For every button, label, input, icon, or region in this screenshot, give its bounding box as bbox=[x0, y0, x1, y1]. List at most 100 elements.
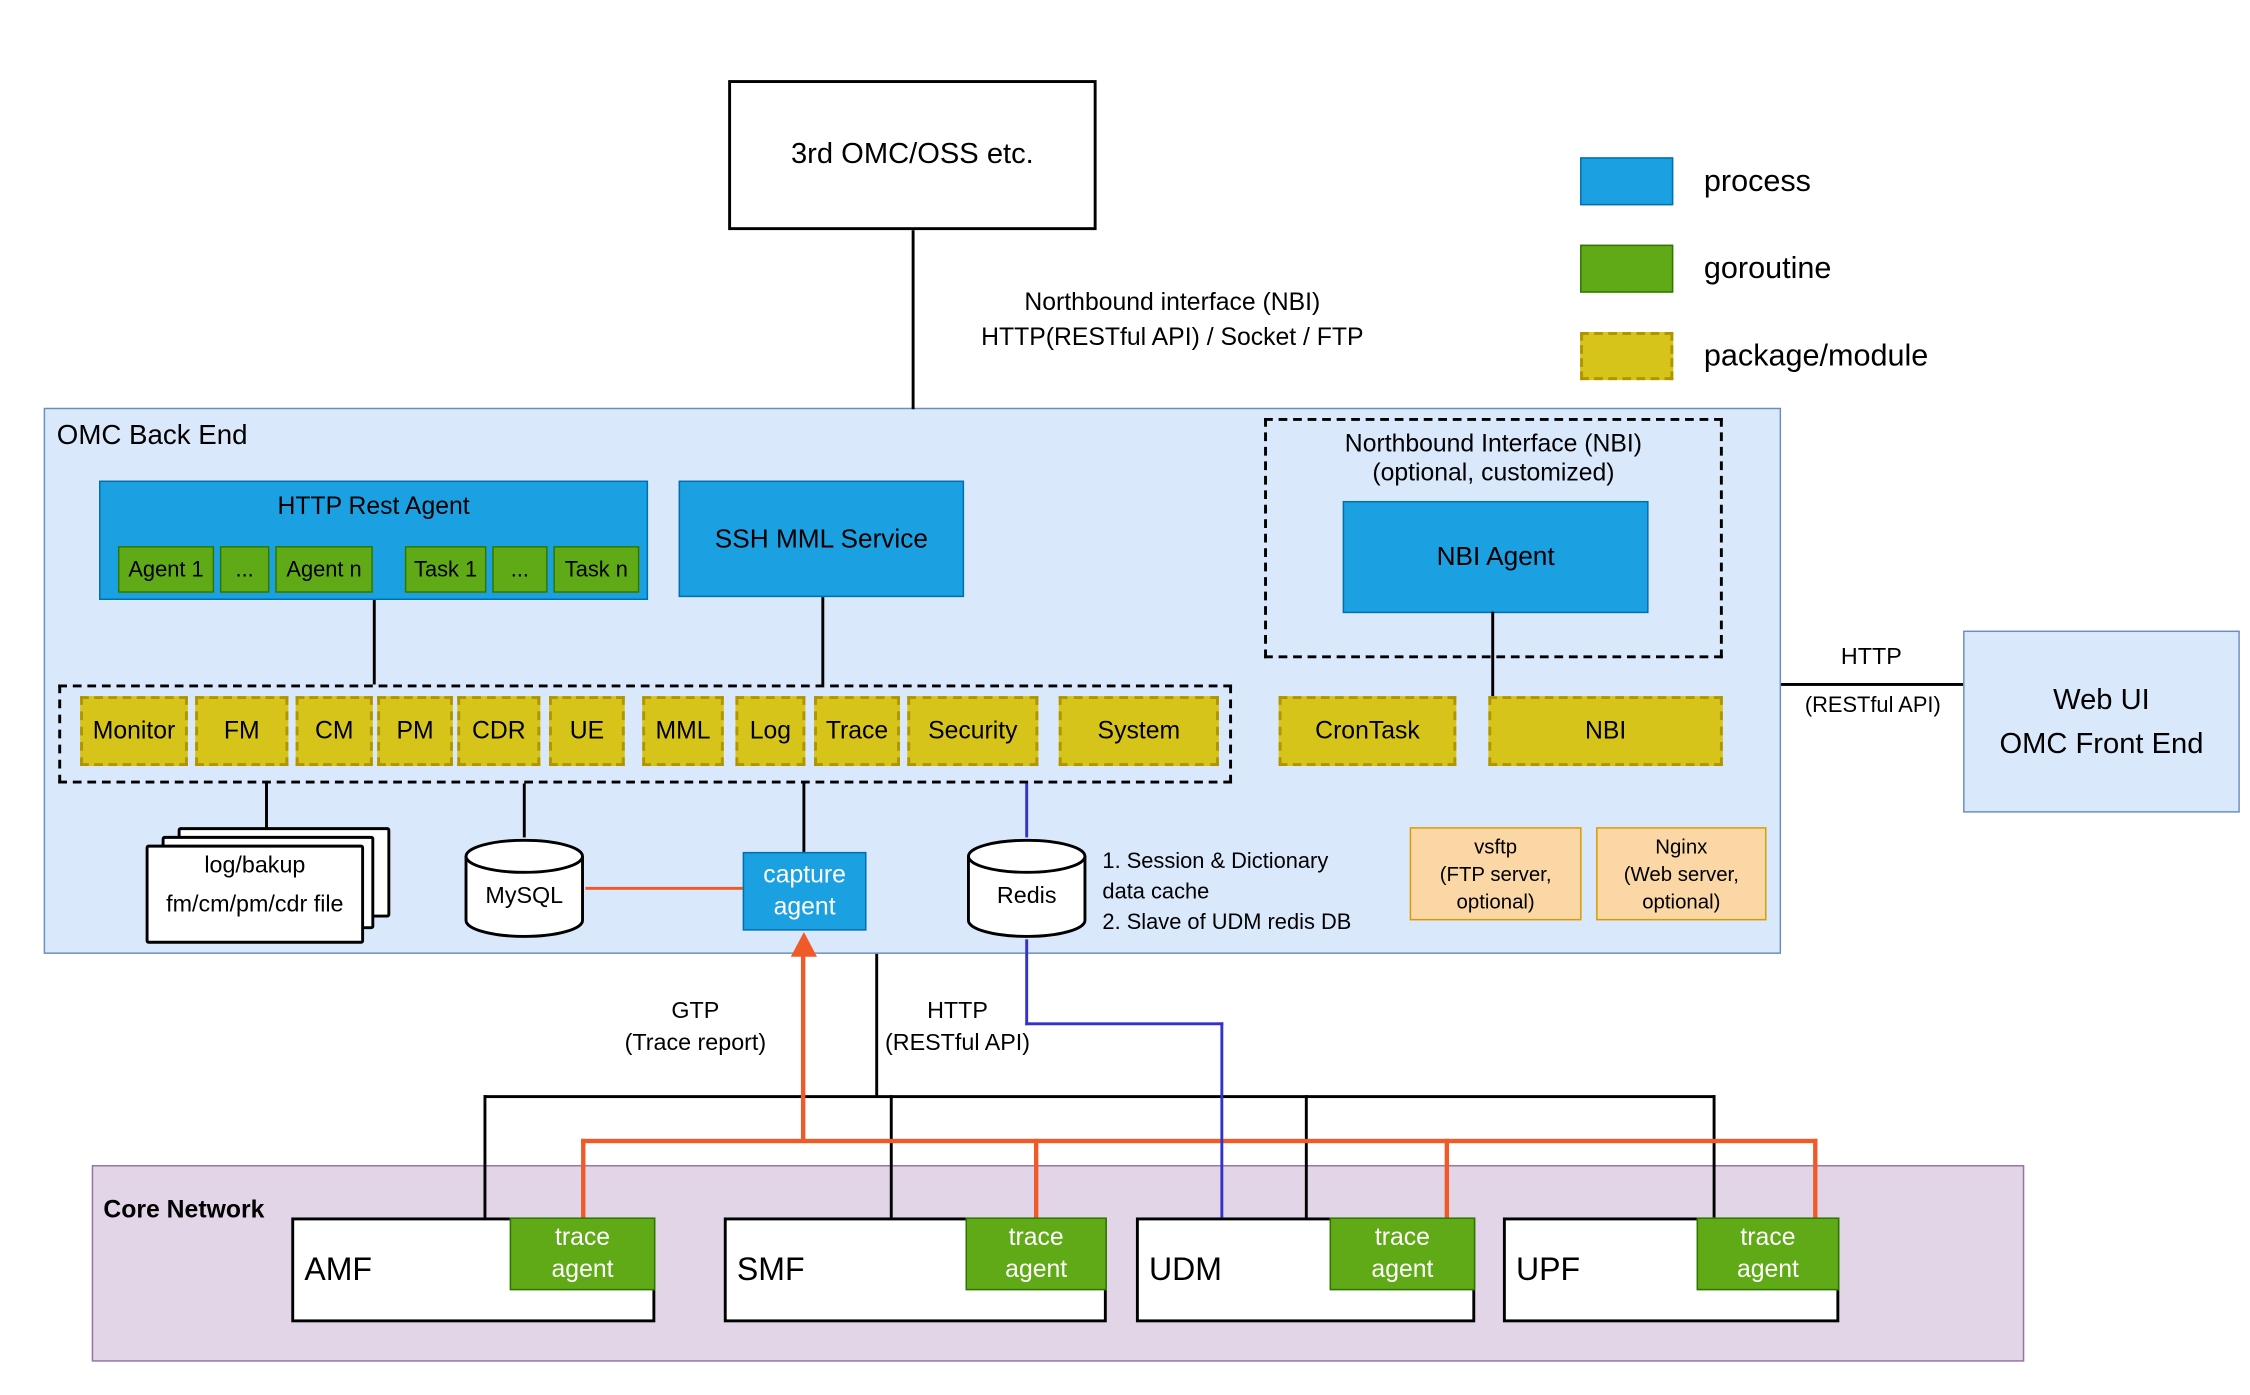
redis-udm-line bbox=[1220, 1022, 1224, 1218]
gtp-drop-udm-line bbox=[1444, 1138, 1450, 1221]
module-log: Log bbox=[735, 696, 806, 767]
http-south-label: HTTP (RESTful API) bbox=[874, 996, 1041, 1060]
legend-process-label: process bbox=[1703, 164, 1811, 199]
legend-goroutine-swatch bbox=[1580, 244, 1674, 293]
http-right-label-line1: HTTP bbox=[1840, 645, 1902, 670]
node-amf-label: AMF bbox=[304, 1250, 373, 1288]
mysql-capture-line bbox=[585, 886, 743, 890]
nbi-link-label-line2: HTTP(RESTful API) / Socket / FTP bbox=[981, 323, 1364, 351]
nbi-link-label-line1: Northbound interface (NBI) bbox=[1024, 288, 1321, 317]
task-ellipsis-box: ... bbox=[492, 546, 548, 593]
trace-agent-smf: trace agent bbox=[965, 1217, 1107, 1291]
http-drop-udm-line bbox=[1304, 1095, 1308, 1218]
vsftp-line1: vsftp bbox=[1474, 834, 1518, 858]
agent-ellipsis-box: ... bbox=[219, 546, 270, 593]
gtp-drop-amf-line bbox=[581, 1138, 586, 1221]
module-cm: CM bbox=[295, 696, 373, 767]
webui-box: Web UI OMC Front End bbox=[1963, 630, 2240, 813]
ssh-mml-service-box: SSH MML Service bbox=[678, 480, 965, 598]
core-network-title: Core Network bbox=[103, 1195, 265, 1224]
trace-agent-upf: trace agent bbox=[1696, 1217, 1840, 1291]
mysql-cylinder: MySQL bbox=[463, 837, 585, 939]
database-cylinder-icon bbox=[464, 838, 584, 938]
log-file-label-line1: log/bakup bbox=[204, 853, 306, 879]
gtp-drop-upf-line bbox=[1813, 1138, 1818, 1221]
redis-label: Redis bbox=[996, 883, 1057, 909]
trace-agent-amf: trace agent bbox=[509, 1217, 656, 1291]
agent-worker-box: Agent 1 bbox=[117, 546, 215, 593]
module-system: System bbox=[1058, 696, 1219, 767]
nginx-line2: (Web server, bbox=[1623, 862, 1739, 886]
legend-package-label: package/module bbox=[1703, 339, 1929, 373]
log-file-stack: log/bakup fm/cm/pm/cdr file bbox=[145, 844, 365, 944]
webui-line2: OMC Front End bbox=[1999, 727, 2204, 760]
security-redis-line bbox=[1025, 783, 1029, 838]
capture-agent-box: capture agent bbox=[742, 851, 867, 931]
gtp-label-line2: (Trace report) bbox=[624, 1031, 767, 1056]
modules-files-line bbox=[265, 783, 268, 831]
third-party-omc-box: 3rd OMC/OSS etc. bbox=[728, 80, 1097, 231]
modules-mysql-line bbox=[522, 783, 526, 838]
module-security: Security bbox=[907, 696, 1039, 767]
nginx-box: Nginx (Web server, optional) bbox=[1596, 827, 1767, 921]
trace-agent-udm: trace agent bbox=[1329, 1217, 1476, 1291]
http-drop-amf-line bbox=[483, 1095, 487, 1218]
nbi-link-label: Northbound interface (NBI) HTTP(RESTful … bbox=[867, 285, 1479, 355]
gtp-drop-smf-line bbox=[1033, 1138, 1039, 1221]
legend-process-swatch bbox=[1580, 157, 1674, 206]
gtp-label: GTP (Trace report) bbox=[612, 996, 779, 1060]
module-mml: MML bbox=[642, 696, 724, 767]
http-drop-upf-line bbox=[1712, 1095, 1716, 1218]
module-pm: PM bbox=[377, 696, 453, 767]
http-south-bus-line bbox=[483, 1095, 1716, 1099]
gtp-label-line1: GTP bbox=[671, 999, 720, 1024]
legend-package-swatch bbox=[1580, 332, 1674, 381]
sshmml-modules-line bbox=[821, 597, 825, 685]
nbiagent-nbimodule-line bbox=[1491, 611, 1495, 697]
http-right-label-line2: (RESTful API) bbox=[1804, 693, 1941, 718]
nginx-line1: Nginx bbox=[1655, 834, 1708, 858]
module-ue: UE bbox=[549, 696, 625, 767]
redis-cylinder: Redis bbox=[966, 837, 1088, 939]
http-drop-smf-line bbox=[889, 1095, 893, 1218]
nbi-container-subtitle: (optional, customized) bbox=[1372, 458, 1615, 487]
node-upf-label: UPF bbox=[1516, 1250, 1581, 1288]
module-monitor: Monitor bbox=[80, 696, 188, 767]
task-worker-box: Task 1 bbox=[404, 546, 487, 593]
log-file-label-line2: fm/cm/pm/cdr file bbox=[166, 892, 344, 918]
redis-note: 1. Session & Dictionary data cache 2. Sl… bbox=[1102, 846, 1408, 938]
node-smf-label: SMF bbox=[736, 1250, 805, 1288]
module-fm: FM bbox=[195, 696, 289, 767]
omc-webui-line bbox=[1781, 683, 1964, 686]
agent-worker-box: Agent n bbox=[275, 546, 373, 593]
nbi-dashed-container: Northbound Interface (NBI) (optional, cu… bbox=[1264, 417, 1723, 659]
vsftp-line2: (FTP server, bbox=[1439, 862, 1552, 886]
omc-backend-title: OMC Back End bbox=[56, 420, 248, 452]
gtp-bus-line bbox=[581, 1138, 1818, 1144]
redis-note-line1: 1. Session & Dictionary bbox=[1102, 849, 1329, 874]
task-worker-box: Task n bbox=[553, 546, 640, 593]
nbi-north-connector-line bbox=[911, 230, 915, 410]
http-south-feed-line bbox=[875, 953, 879, 1097]
nbi-container-title: Northbound Interface (NBI) bbox=[1344, 429, 1643, 458]
http-south-label-line1: HTTP bbox=[927, 999, 988, 1024]
gtp-arrow-up-icon bbox=[790, 932, 817, 957]
nbi-agent-box: NBI Agent bbox=[1342, 500, 1649, 614]
rest-agent-modules-line bbox=[372, 599, 376, 685]
http-rest-agent-title: HTTP Rest Agent bbox=[277, 492, 470, 520]
modules-capture-line bbox=[802, 783, 806, 852]
legend-goroutine-label: goroutine bbox=[1703, 251, 1832, 286]
module-trace: Trace bbox=[814, 696, 900, 767]
database-cylinder-icon bbox=[966, 838, 1087, 938]
redis-note-line2: data cache bbox=[1102, 879, 1210, 905]
nginx-line3: optional) bbox=[1642, 889, 1721, 914]
mysql-label: MySQL bbox=[485, 883, 564, 909]
redis-down-line bbox=[1025, 939, 1029, 1026]
module-crontask: CronTask bbox=[1278, 696, 1457, 767]
http-south-label-line2: (RESTful API) bbox=[885, 1031, 1031, 1056]
http-rest-agent-box: HTTP Rest Agent Agent 1 ... Agent n Task… bbox=[99, 480, 649, 600]
node-udm-label: UDM bbox=[1149, 1250, 1223, 1288]
redis-note-line3: 2. Slave of UDM redis DB bbox=[1102, 910, 1352, 935]
